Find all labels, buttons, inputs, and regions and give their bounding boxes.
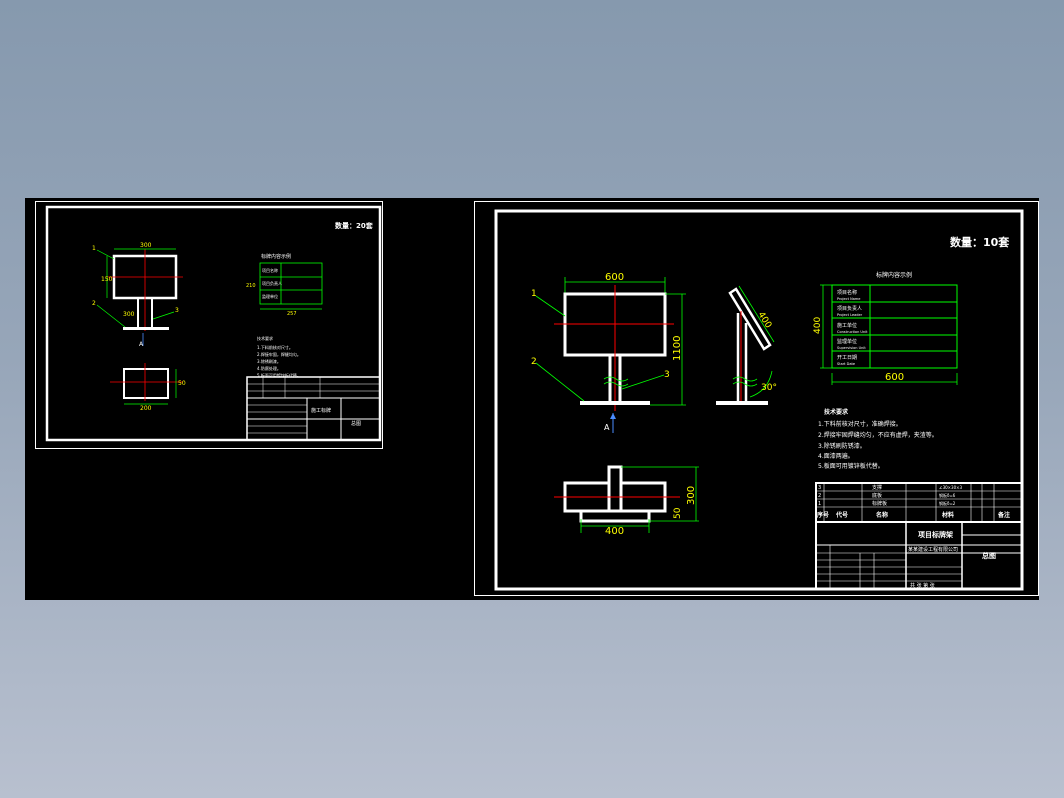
- left-dim-width: 300: [140, 242, 152, 249]
- right-table-row-5-cn: 开工日期: [837, 355, 857, 361]
- left-callout-1: 1: [92, 245, 96, 252]
- right-dim-plan-depth: 300: [686, 486, 697, 505]
- right-note-3: 3.除锈刷防锈漆。: [818, 442, 866, 450]
- left-note-3: 3.除锈刷漆。: [257, 358, 281, 364]
- right-dim-height: 1100: [672, 336, 683, 361]
- right-table-row-5-en: Start Date: [837, 362, 855, 366]
- right-table-row-2-cn: 项目负责人: [837, 305, 862, 312]
- right-callout-3: 3: [664, 370, 670, 380]
- left-plan-view: 200 50: [110, 363, 186, 412]
- left-section-mark: A: [139, 341, 144, 348]
- right-callout-2: 2: [531, 357, 537, 367]
- right-inner-frame: [494, 209, 1024, 591]
- right-note-4: 4.面漆两遍。: [818, 452, 854, 460]
- right-notes: 技术要求 1.下料前核对尺寸，准确焊接。 2.焊接牢固焊缝均匀，不应有虚焊，夹渣…: [818, 408, 938, 470]
- left-front-view: 300 150 300 1 2 3 A: [92, 242, 183, 348]
- left-quantity-label: 数量：20套: [335, 221, 374, 230]
- right-title-name: 项目标牌架: [918, 530, 953, 539]
- left-table-row-2: 项目负责人: [262, 280, 282, 286]
- left-note-4: 4.防腐处理。: [257, 365, 281, 371]
- left-table-title: 标牌内容示例: [261, 253, 291, 260]
- left-dim-table-height: 210: [246, 283, 256, 289]
- right-dim-table-height: 400: [813, 317, 823, 334]
- left-title-name: 施工标牌: [311, 407, 331, 414]
- right-table-row-4-en: Supervision Unit: [837, 346, 866, 350]
- right-bom-no-1: 3: [818, 485, 821, 491]
- left-dim-plan-depth: 50: [178, 380, 186, 387]
- right-table-row-4-cn: 监理单位: [837, 338, 857, 345]
- right-bom-no-3: 1: [818, 501, 821, 507]
- left-note-5: 5.板面可用镀锌板代替。: [257, 372, 301, 378]
- right-bom-row-1: 3 支撑 ∠30×30×3: [818, 484, 962, 491]
- right-bom-spec-2: 钢板δ=6: [939, 492, 956, 498]
- right-table-row-1-cn: 项目名称: [837, 289, 857, 296]
- right-bom-header-material: 材料: [941, 511, 954, 519]
- right-note-5: 5.板面可用镀锌板代替。: [818, 462, 884, 470]
- right-bom-no-2: 2: [818, 493, 821, 499]
- left-table-row-1: 项目名称: [262, 267, 278, 273]
- right-bom-header-code: 代号: [835, 511, 848, 519]
- right-table-row-2-en: Project Leader: [837, 313, 863, 317]
- right-front-view: 600 1100 1 2 3 A: [531, 272, 686, 433]
- right-bom-spec-1: ∠30×30×3: [939, 485, 962, 490]
- right-dim-plan-width: 400: [605, 526, 624, 537]
- right-drawing-sheet[interactable]: 数量：10套 600 1100 1 2 3 A: [474, 201, 1039, 596]
- right-section-mark: A: [604, 423, 610, 432]
- right-bom-header: 序号 代号 名称 材料 备注: [816, 511, 1010, 519]
- right-bom-header-name: 名称: [876, 511, 888, 519]
- left-title-drawing: 总图: [351, 420, 361, 427]
- right-bom-name-1: 支撑: [872, 484, 882, 491]
- left-note-0: 技术要求: [257, 335, 273, 341]
- right-bom-spec-3: 钢板δ=2: [939, 500, 956, 506]
- right-table-row-1-en: Project Name: [837, 297, 860, 301]
- right-dim-width: 600: [605, 272, 624, 283]
- left-note-1: 1.下料前核对尺寸。: [257, 344, 293, 350]
- right-bom-name-3: 标牌板: [872, 500, 887, 507]
- right-title-drawing: 总图: [982, 551, 996, 560]
- right-notes-title: 技术要求: [824, 408, 849, 416]
- left-title-block: 施工标牌 总图: [246, 376, 381, 441]
- left-dim-plan-width: 200: [140, 405, 152, 412]
- right-bom-header-no: 序号: [816, 511, 829, 519]
- right-note-1: 1.下料前核对尺寸，准确焊接。: [818, 420, 902, 428]
- left-dim-table-width: 257: [287, 311, 297, 317]
- right-table-title: 标牌内容示例: [876, 271, 912, 279]
- left-notes: 技术要求 1.下料前核对尺寸。 2.焊接牢固，焊缝均匀。 3.除锈刷漆。 4.防…: [257, 335, 301, 378]
- right-bom-row-3: 1 标牌板 钢板δ=2: [818, 500, 956, 507]
- right-title-footer: 共 张 第 张: [910, 582, 935, 589]
- right-bom-name-2: 底板: [872, 492, 882, 499]
- left-content-table: 标牌内容示例 项目名称 项目负责人 监理单位 210 257: [246, 253, 323, 317]
- right-title-block: 3 支撑 ∠30×30×3 2 底板 钢板δ=6 1 标牌板 钢板δ=2 序号 …: [815, 482, 1023, 590]
- right-bom-row-2: 2 底板 钢板δ=6: [818, 492, 956, 499]
- right-table-row-3-cn: 施工单位: [837, 322, 857, 329]
- right-dim-table-width: 600: [885, 372, 904, 383]
- right-dim-angle: 30°: [761, 383, 777, 393]
- left-table-row-3: 监理单位: [262, 293, 278, 299]
- right-plan-view: 400 300 50: [554, 465, 699, 537]
- right-note-2: 2.焊接牢固焊缝均匀，不应有虚焊，夹渣等。: [818, 431, 938, 439]
- left-inner-frame: [45, 205, 382, 442]
- right-content-table: 标牌内容示例 项目名称 Project Name 项目负责人 Project L…: [813, 271, 958, 385]
- right-callout-1: 1: [531, 289, 537, 299]
- left-dim-height: 150: [101, 276, 113, 283]
- left-dim-post: 300: [123, 311, 135, 318]
- left-drawing-sheet[interactable]: 数量：20套 300 150 300 1 2 3 A 200 50 标牌内容示例: [35, 201, 383, 449]
- left-callout-3: 3: [175, 307, 179, 314]
- right-bom-header-note: 备注: [997, 511, 1010, 519]
- right-quantity-label: 数量：10套: [950, 235, 1010, 249]
- right-table-row-3-en: Construction Unit: [837, 330, 868, 334]
- right-dim-plan-base: 50: [673, 507, 683, 519]
- left-callout-2: 2: [92, 300, 96, 307]
- right-title-company: 某某建设工程有限公司: [908, 546, 958, 553]
- left-note-2: 2.焊接牢固，焊缝均匀。: [257, 351, 301, 357]
